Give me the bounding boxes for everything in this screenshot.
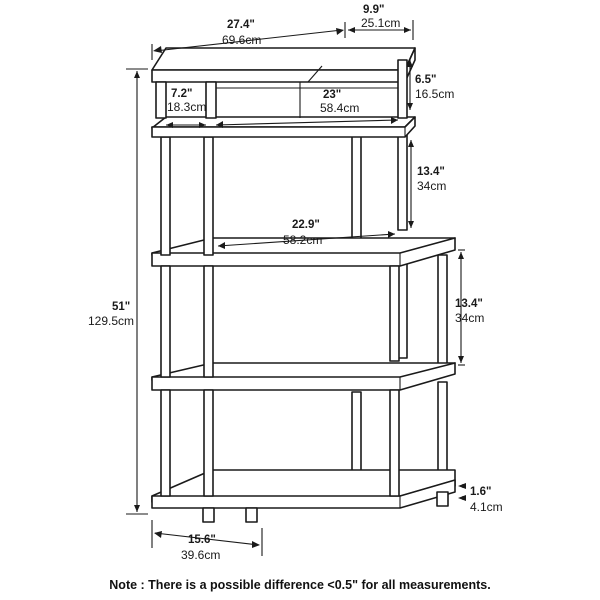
back-post xyxy=(351,391,362,481)
back-post xyxy=(437,381,448,481)
depth-cm: 25.1cm xyxy=(361,16,400,30)
tier-1-shelf xyxy=(151,116,416,138)
bottom-shelf xyxy=(151,469,456,523)
tier-2-height-cm: 34cm xyxy=(455,311,484,325)
total-height-inches: 51" xyxy=(112,301,130,313)
clearance-inches: 1.6" xyxy=(470,486,491,498)
front-post xyxy=(389,265,400,362)
cubby-width-inches: 7.2" xyxy=(171,88,192,100)
lower-middle-shelf xyxy=(151,362,456,391)
back-post xyxy=(437,254,448,366)
shelf-drawing xyxy=(151,47,456,523)
opening-width-cm: 58.4cm xyxy=(320,101,359,115)
tier-1-height-cm: 34cm xyxy=(417,179,446,193)
back-post xyxy=(351,129,362,253)
front-post xyxy=(160,265,171,378)
total-height-cm: 129.5cm xyxy=(88,314,134,328)
inner-width-inches: 22.9" xyxy=(292,219,320,231)
foot xyxy=(202,507,215,523)
top-height-cm: 16.5cm xyxy=(415,87,454,101)
width-inches: 27.4" xyxy=(227,19,255,31)
base-depth-cm: 39.6cm xyxy=(181,548,220,562)
foot xyxy=(436,491,449,507)
upper-middle-shelf xyxy=(151,237,456,267)
base-depth-inches: 15.6" xyxy=(188,534,216,546)
front-post xyxy=(160,389,171,497)
depth-inches: 9.9" xyxy=(363,4,384,16)
clearance-cm: 4.1cm xyxy=(470,500,503,514)
inner-width-cm: 58.2cm xyxy=(283,233,322,247)
front-post xyxy=(160,136,171,256)
top-hutch xyxy=(151,47,416,119)
tier-1-height-inches: 13.4" xyxy=(417,166,445,178)
measurement-note: Note : There is a possible difference <0… xyxy=(109,578,491,592)
dimension-lines xyxy=(126,20,466,556)
front-post xyxy=(203,265,214,378)
front-post xyxy=(203,136,214,256)
front-post xyxy=(203,389,214,497)
opening-width-inches: 23" xyxy=(323,89,341,101)
top-height-inches: 6.5" xyxy=(415,74,436,86)
foot xyxy=(245,507,258,523)
dimension-labels: 27.4" 69.6cm 9.9" 25.1cm 6.5" 16.5cm 7.2… xyxy=(88,4,503,562)
tier-2-height-inches: 13.4" xyxy=(455,298,483,310)
width-cm: 69.6cm xyxy=(222,33,261,47)
cubby-width-cm: 18.3cm xyxy=(167,100,206,114)
front-post xyxy=(389,389,400,497)
